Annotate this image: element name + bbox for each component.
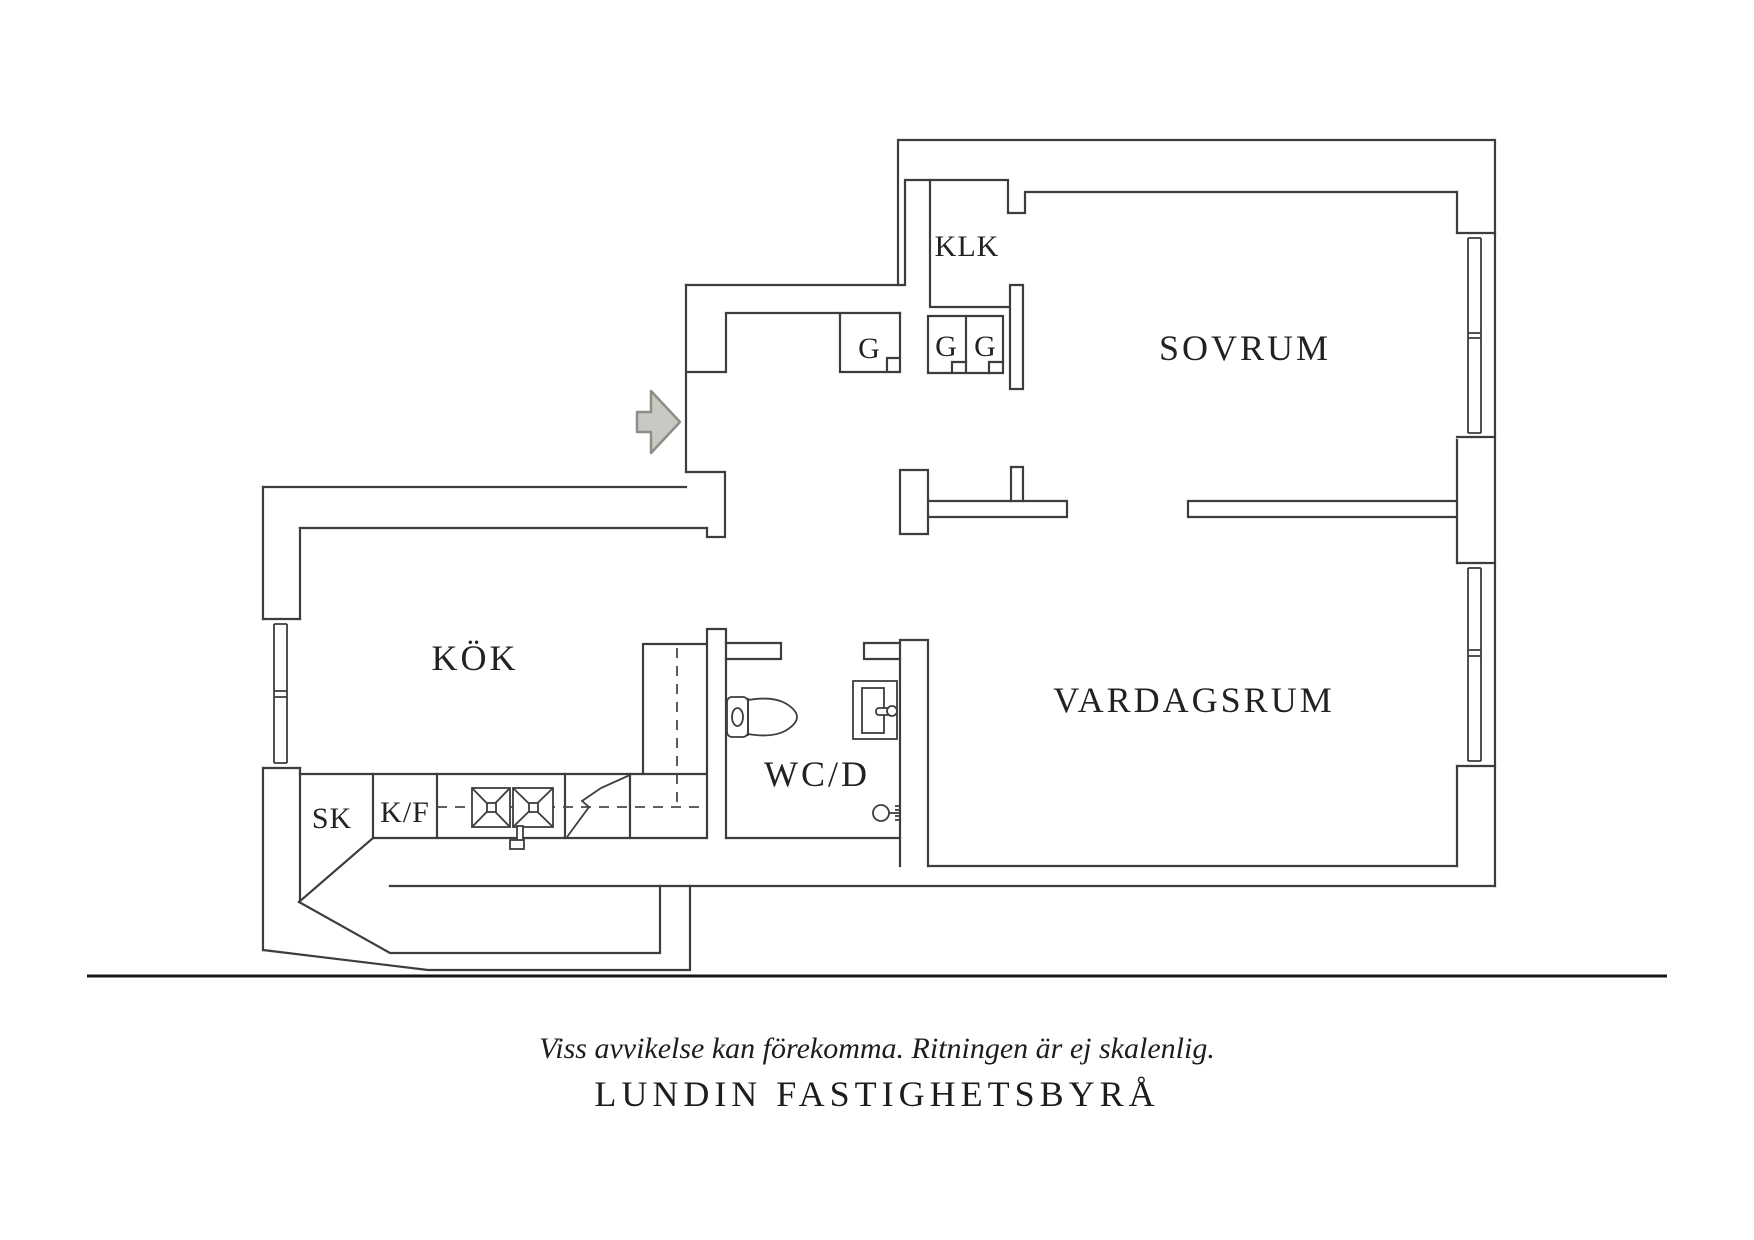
bathroom-sink-icon	[852, 680, 898, 740]
faucet-icon	[509, 825, 525, 850]
room-label-sovrum: SOVRUM	[1159, 328, 1331, 368]
window-icons	[273, 237, 1482, 764]
window-icon-kok	[273, 623, 288, 764]
stove-icon	[566, 774, 631, 838]
room-label-klk: KLK	[935, 230, 1000, 263]
entry-arrow-icon	[635, 389, 682, 455]
wardrobe-label: G	[974, 330, 996, 363]
room-label-kok: KÖK	[432, 638, 519, 678]
kitchen-sink-icon	[471, 787, 554, 828]
window-icon-sovrum	[1467, 237, 1482, 434]
room-label-kf: K/F	[380, 796, 430, 829]
toilet-icon	[726, 696, 798, 738]
wardrobe-label: G	[935, 330, 957, 363]
brand-text: LUNDIN FASTIGHETSBYRÅ	[594, 1074, 1159, 1114]
room-label-vardagsrum: VARDAGSRUM	[1053, 680, 1334, 720]
shower-mixer-icon	[872, 804, 900, 822]
room-label-sk: SK	[312, 802, 352, 835]
disclaimer-text: Viss avvikelse kan förekomma. Ritningen …	[539, 1032, 1215, 1065]
window-icon-vardagsrum	[1467, 567, 1482, 762]
room-label-wcd: WC/D	[764, 754, 870, 794]
walls	[261, 138, 1497, 972]
wardrobe-label: G	[858, 332, 880, 365]
